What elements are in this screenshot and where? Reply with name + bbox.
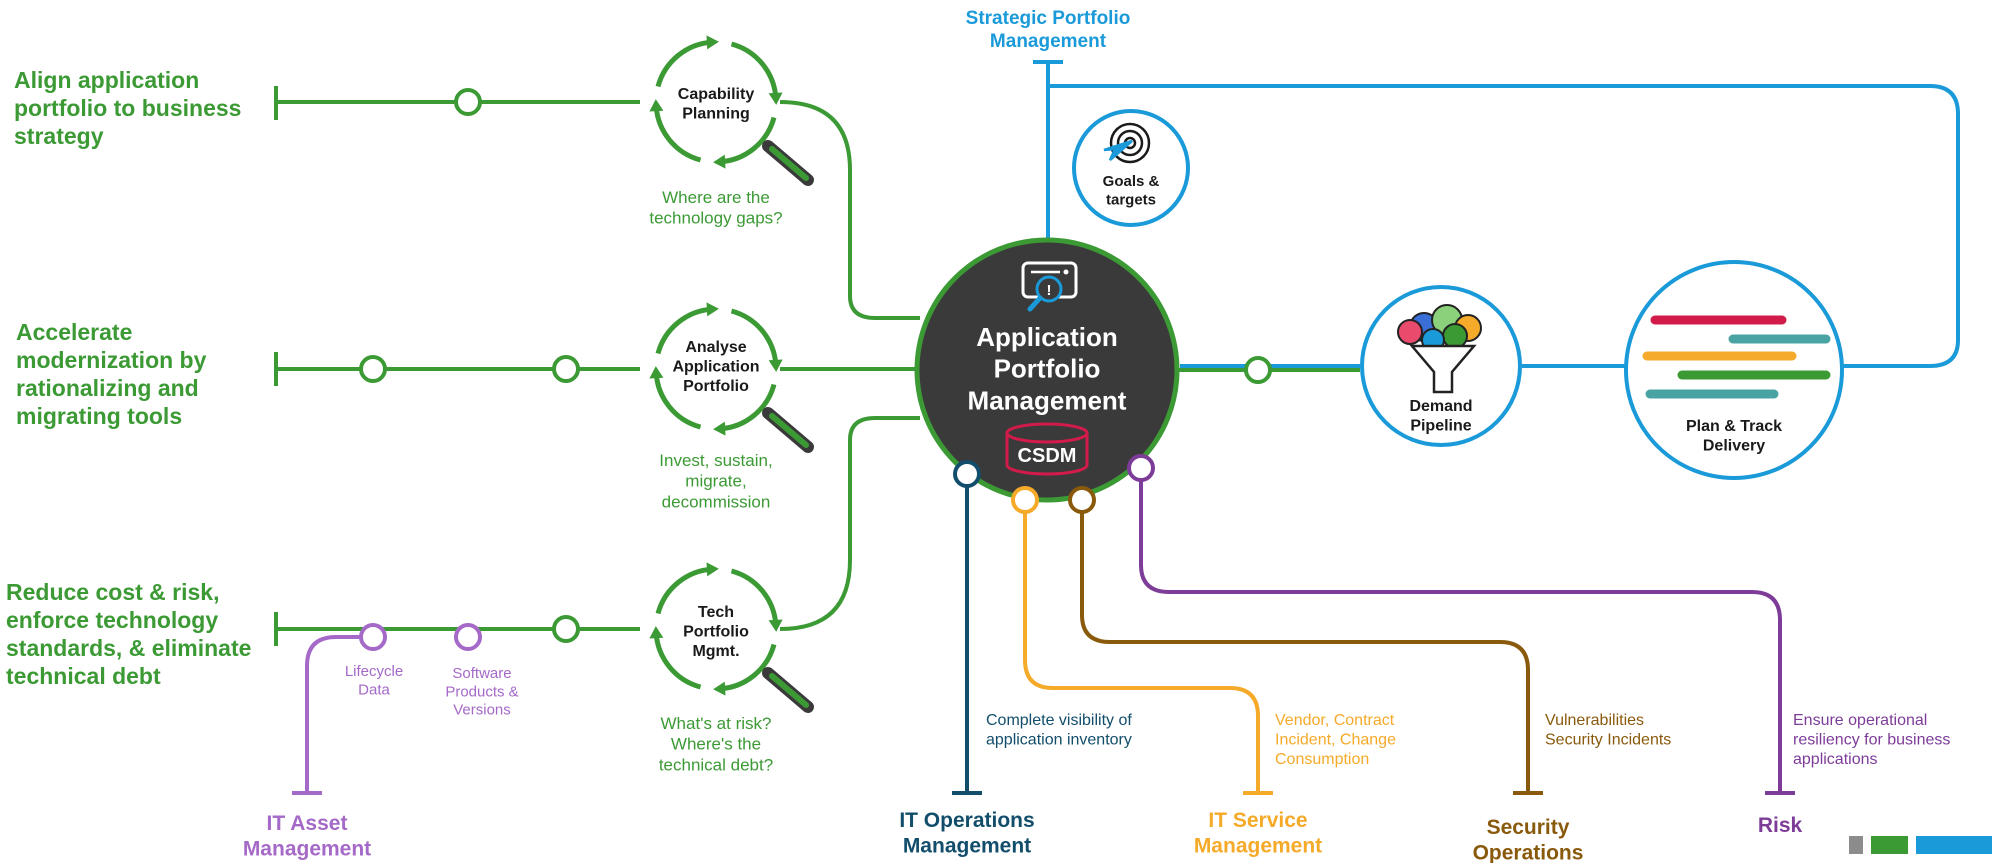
magnifier-handle-highlight bbox=[769, 146, 809, 181]
risk-title: Risk bbox=[1758, 814, 1803, 837]
cycle-arrowhead bbox=[768, 619, 783, 632]
cycle-arrowhead bbox=[768, 92, 783, 105]
funnel-icon bbox=[1397, 304, 1482, 394]
cycle-arc bbox=[655, 39, 714, 88]
cycle-arc bbox=[718, 116, 777, 165]
csdm-badge: CSDM bbox=[1018, 445, 1077, 467]
cycle-2-question: Invest, sustain,migrate,decommission bbox=[659, 451, 772, 511]
cycle-arc bbox=[730, 568, 779, 627]
target-icon bbox=[1103, 122, 1151, 164]
cycle-arc bbox=[653, 371, 702, 430]
screen-search-icon: ! bbox=[1021, 261, 1078, 312]
lane-nodes bbox=[953, 454, 1155, 514]
cycle-capability-planning[interactable] bbox=[649, 35, 814, 186]
cycle-arrowhead bbox=[706, 35, 719, 50]
cycle-arrowhead bbox=[713, 421, 726, 436]
corner-color-bars bbox=[1849, 836, 1992, 854]
cycle-arrowhead bbox=[706, 562, 719, 577]
csdm-database-icon[interactable]: CSDM bbox=[1005, 422, 1089, 476]
cycle-arc bbox=[718, 643, 777, 692]
cycle-arc bbox=[653, 631, 702, 690]
goals-targets-label: Goals &targets bbox=[1103, 173, 1160, 208]
cycle-arc bbox=[655, 566, 714, 615]
goals-targets-node[interactable]: Goals &targets bbox=[1072, 109, 1190, 227]
lane-lines bbox=[952, 468, 1795, 795]
cycle-arc bbox=[718, 383, 777, 432]
cycle-arrowhead bbox=[713, 154, 726, 169]
strategic-portfolio-lines bbox=[1033, 60, 1960, 368]
cycle-arc bbox=[655, 306, 714, 355]
goal-line-nodes bbox=[359, 88, 1272, 643]
asset-lines bbox=[292, 635, 373, 795]
gantt-icon bbox=[1642, 315, 1831, 399]
cycle-arrowhead bbox=[713, 681, 726, 696]
svg-text:!: ! bbox=[1047, 282, 1052, 299]
cycle-tech-portfolio[interactable] bbox=[649, 562, 814, 713]
cycle-arrowhead bbox=[706, 302, 719, 317]
cycle-arc bbox=[730, 308, 779, 367]
asset-nodes bbox=[359, 623, 482, 651]
cycle-arrowhead bbox=[649, 366, 664, 379]
magnifier-handle-highlight bbox=[769, 673, 809, 708]
cycle-arrowhead bbox=[649, 99, 664, 112]
magnifier-handle-highlight bbox=[769, 413, 809, 448]
cycle-analyse-portfolio[interactable] bbox=[649, 302, 814, 453]
cycle-arc bbox=[730, 41, 779, 100]
cycle-arrowhead bbox=[649, 626, 664, 639]
cycle-arrowhead bbox=[768, 359, 783, 372]
cycle-arc bbox=[653, 104, 702, 163]
